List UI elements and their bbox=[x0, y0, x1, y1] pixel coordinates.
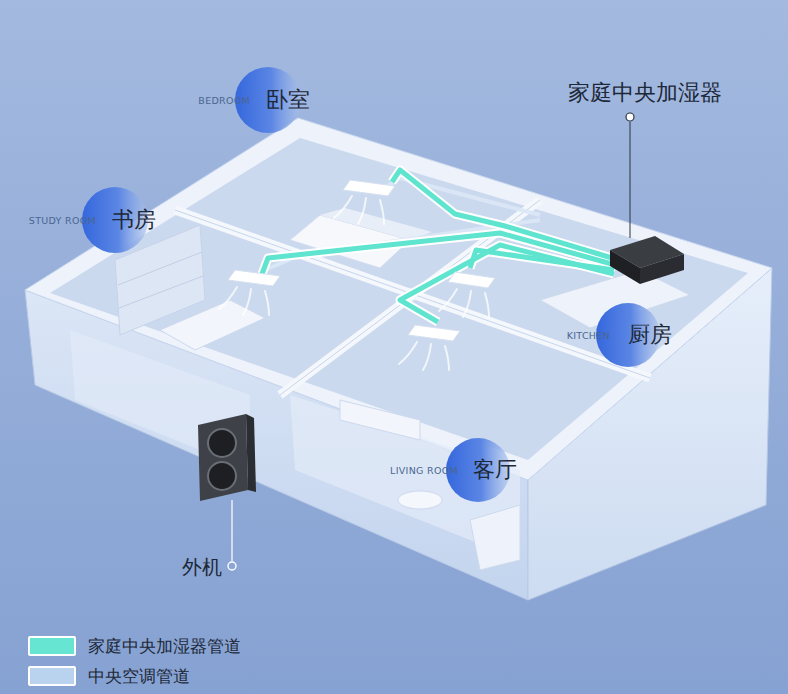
room-name-cn: 卧室 bbox=[266, 85, 310, 115]
room-name-cn: 书房 bbox=[112, 205, 156, 235]
legend-swatch bbox=[28, 636, 76, 656]
room-name-en: LIVING ROOM bbox=[390, 465, 458, 476]
room-name-en: KITCHEN bbox=[567, 330, 610, 341]
room-badge: STUDY ROOM书房 bbox=[82, 187, 148, 253]
legend-swatch bbox=[28, 666, 76, 686]
legend-text: 中央空调管道 bbox=[88, 665, 190, 688]
room-name-en: BEDROOM bbox=[198, 95, 250, 106]
room-name-cn: 客厅 bbox=[473, 455, 517, 485]
room-badge: LIVING ROOM客厅 bbox=[446, 438, 510, 502]
room-name-en: STUDY ROOM bbox=[29, 215, 96, 226]
callout-label: 外机 bbox=[182, 554, 222, 581]
room-badge: BEDROOM卧室 bbox=[235, 67, 301, 133]
room-name-cn: 厨房 bbox=[628, 320, 672, 350]
room-badge: KITCHEN厨房 bbox=[596, 303, 660, 367]
callout-label: 家庭中央加湿器 bbox=[568, 78, 722, 108]
legend-text: 家庭中央加湿器管道 bbox=[88, 635, 241, 658]
